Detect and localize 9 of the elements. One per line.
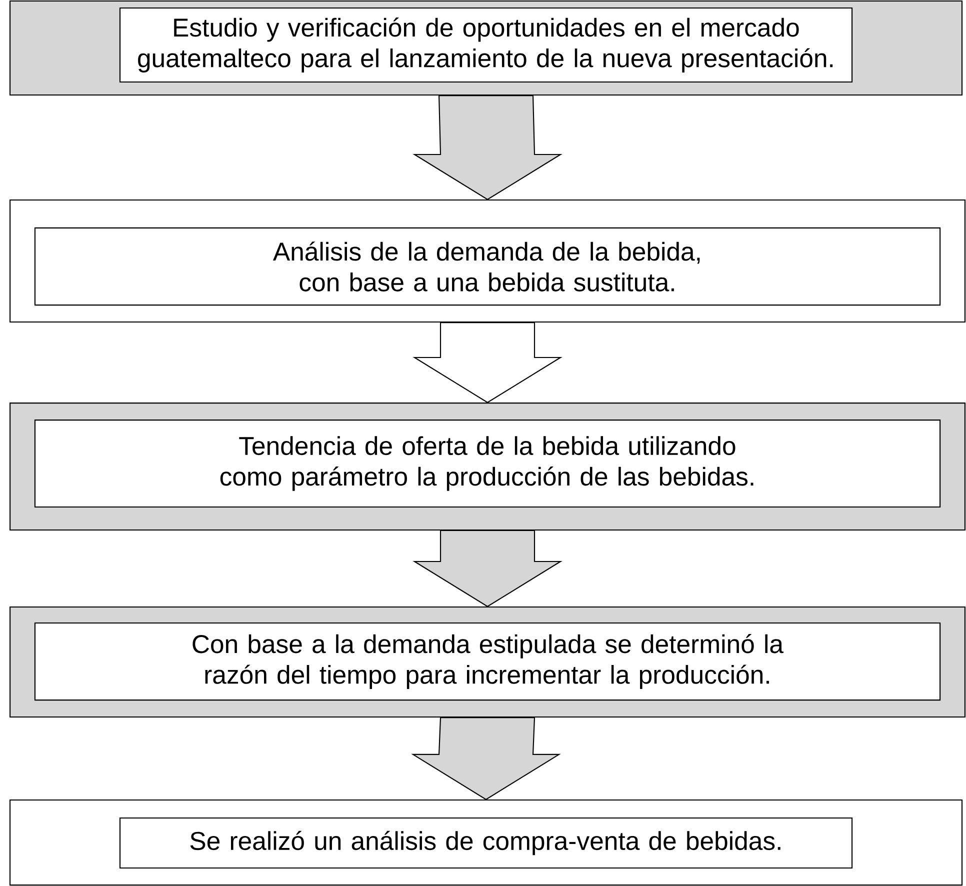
text-box: Se realizó un análisis de compra-venta de bebidas. bbox=[119, 817, 853, 869]
text-box: Estudio y verificación de oportunidades en el mercado guatemalteco para el lanzamiento de la nueva presentación. bbox=[119, 7, 853, 83]
block-arrow bbox=[412, 95, 562, 200]
block-arrow bbox=[411, 717, 561, 800]
text-box: Con base a la demanda estipulada se determinó la razón del tiempo para incrementar la producción. bbox=[34, 622, 941, 701]
text-box: Análisis de la demanda de la bebida, con base a una bebida sustituta. bbox=[34, 227, 941, 306]
block-arrow bbox=[412, 530, 562, 608]
block-arrow bbox=[412, 322, 562, 404]
text-box: Tendencia de oferta de la bebida utilizando como parámetro la producción de las bebidas. bbox=[34, 420, 941, 508]
